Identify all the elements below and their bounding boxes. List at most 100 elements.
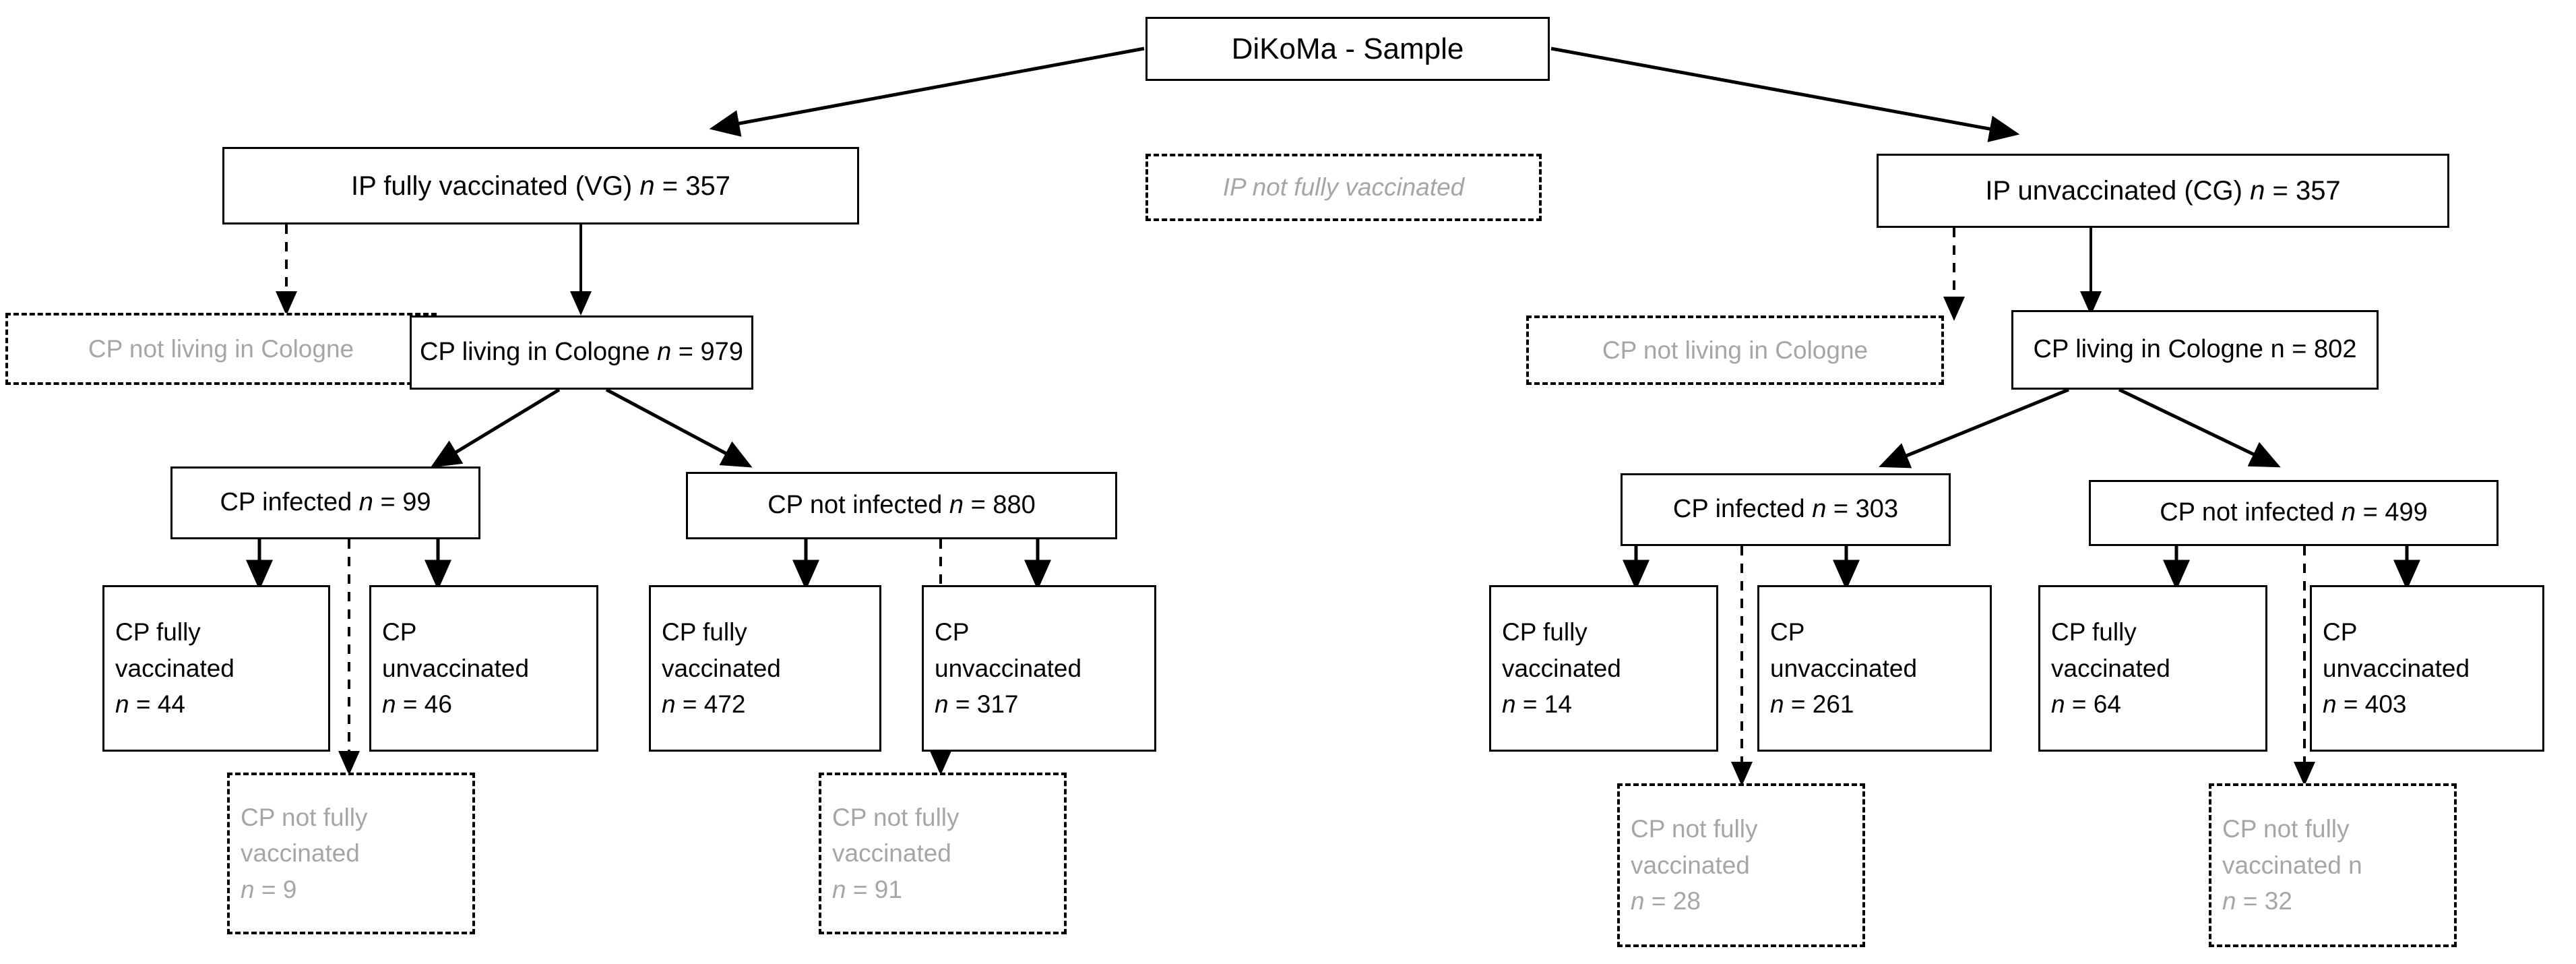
ghost-line-1: CP not fully: [1631, 815, 1758, 843]
node-cp-not-infected-right[interactable]: CP not infected n = 499: [2089, 480, 2499, 546]
n-symbol: n: [1770, 690, 1784, 719]
n-value: = 499: [2362, 498, 2428, 527]
n-value: = 357: [662, 171, 730, 201]
n-symbol: n: [2270, 335, 2285, 364]
leaf-cp-unvaccinated-403[interactable]: CP unvaccinated n = 403: [2310, 585, 2544, 752]
node-label: CP not living in Cologne: [88, 334, 354, 363]
edge-title-to-vg: [709, 47, 1145, 137]
n-value: = 317: [955, 690, 1019, 719]
n-symbol: n: [1812, 495, 1827, 524]
ghost-line-2: vaccinated n: [2222, 851, 2362, 879]
n-value: = 802: [2292, 335, 2357, 364]
n-symbol: n: [949, 491, 964, 520]
ghost-line-2: vaccinated: [832, 839, 951, 868]
node-cp-infected-left[interactable]: CP infected n = 99: [170, 466, 480, 539]
n-value: = 32: [2242, 887, 2292, 915]
n-symbol: n: [662, 690, 676, 719]
n-value: = 99: [380, 488, 431, 517]
edge-living-to-notinfected-left: [605, 388, 753, 468]
leaf-cp-unvaccinated-46[interactable]: CP unvaccinated n = 46: [369, 585, 598, 752]
node-cp-living-cologne-left[interactable]: CP living in Cologne n = 979: [410, 315, 753, 390]
node-label: CP not living in Cologne: [1602, 336, 1868, 364]
ghost-line-1: CP not fully: [2222, 815, 2350, 843]
node-label: CP not infected: [2160, 498, 2342, 527]
leaf-cp-unvaccinated-317[interactable]: CP unvaccinated n = 317: [922, 585, 1156, 752]
n-value: = 28: [1651, 887, 1701, 915]
n-symbol: n: [935, 690, 949, 719]
n-value: = 44: [135, 690, 185, 719]
node-label: CP living in Cologne: [2033, 335, 2271, 364]
n-symbol: n: [2222, 887, 2236, 915]
node-label: IP unvaccinated (CG): [1985, 176, 2251, 206]
leaf-cp-unvaccinated-261[interactable]: CP unvaccinated n = 261: [1757, 585, 1992, 752]
node-label: CP infected: [1672, 495, 1813, 524]
leaf-cp-fully-vaccinated-14[interactable]: CP fully vaccinated n = 14: [1489, 585, 1718, 752]
n-symbol: n: [241, 875, 255, 903]
n-value: = 303: [1833, 495, 1899, 524]
edge-living-to-infected-left: [430, 388, 561, 468]
ghost-cp-not-fully-vaccinated-28[interactable]: CP not fully vaccinated n = 28: [1617, 783, 1865, 947]
node-dikoma-sample[interactable]: DiKoMa - Sample: [1145, 17, 1550, 81]
n-symbol: n: [1502, 690, 1516, 719]
node-label: CP infected: [220, 488, 359, 517]
leaf-line-1: CP: [382, 618, 417, 646]
n-value: = 261: [1790, 690, 1854, 719]
node-ip-unvaccinated-cg[interactable]: IP unvaccinated (CG) n = 357: [1877, 154, 2449, 228]
n-symbol: n: [1631, 887, 1645, 915]
n-symbol: n: [2250, 176, 2265, 206]
n-value: = 979: [678, 338, 743, 367]
n-value: = 880: [970, 491, 1036, 520]
edge-title-to-cg: [1550, 47, 2020, 142]
node-cp-not-living-cologne-left[interactable]: CP not living in Cologne: [5, 313, 437, 385]
n-symbol: n: [832, 875, 846, 903]
n-value: = 403: [2343, 690, 2407, 719]
node-ip-not-fully-vaccinated[interactable]: IP not fully vaccinated: [1145, 154, 1542, 221]
node-cp-living-cologne-right[interactable]: CP living in Cologne n = 802: [2011, 310, 2379, 390]
edge-living-to-notinfected-right: [2118, 388, 2281, 468]
leaf-line-1: CP fully: [2051, 618, 2137, 646]
n-value: = 9: [261, 875, 297, 903]
leaf-line-2: unvaccinated: [1770, 654, 1918, 682]
leaf-line-1: CP: [2323, 618, 2358, 646]
leaf-line-2: vaccinated: [115, 654, 234, 682]
ghost-cp-not-fully-vaccinated-9[interactable]: CP not fully vaccinated n = 9: [227, 773, 475, 934]
node-cp-not-infected-left[interactable]: CP not infected n = 880: [686, 472, 1117, 539]
leaf-cp-fully-vaccinated-472[interactable]: CP fully vaccinated n = 472: [649, 585, 881, 752]
ghost-cp-not-fully-vaccinated-91[interactable]: CP not fully vaccinated n = 91: [819, 773, 1067, 934]
leaf-line-2: vaccinated: [1502, 654, 1621, 682]
leaf-cp-fully-vaccinated-44[interactable]: CP fully vaccinated n = 44: [102, 585, 330, 752]
n-value: = 14: [1522, 690, 1572, 719]
n-value: = 46: [402, 690, 452, 719]
node-ip-fully-vaccinated-vg[interactable]: IP fully vaccinated (VG) n = 357: [222, 147, 859, 224]
node-label: IP not fully vaccinated: [1222, 173, 1465, 202]
leaf-line-1: CP: [935, 618, 970, 646]
n-symbol: n: [115, 690, 129, 719]
n-symbol: n: [2051, 690, 2065, 719]
node-label: DiKoMa - Sample: [1231, 32, 1464, 65]
node-label: CP living in Cologne: [420, 338, 658, 367]
leaf-line-1: CP fully: [662, 618, 747, 646]
n-value: = 472: [682, 690, 746, 719]
n-value: = 91: [852, 875, 902, 903]
n-value: = 64: [2071, 690, 2121, 719]
node-cp-infected-right[interactable]: CP infected n = 303: [1621, 473, 1951, 546]
ghost-line-1: CP not fully: [241, 803, 368, 831]
leaf-line-2: vaccinated: [662, 654, 781, 682]
leaf-line-1: CP fully: [115, 618, 201, 646]
leaf-line-1: CP fully: [1502, 618, 1588, 646]
node-cp-not-living-cologne-right[interactable]: CP not living in Cologne: [1526, 315, 1944, 385]
leaf-line-2: unvaccinated: [2323, 654, 2470, 682]
ghost-line-1: CP not fully: [832, 803, 960, 831]
leaf-line-2: vaccinated: [2051, 654, 2170, 682]
leaf-line-2: unvaccinated: [935, 654, 1082, 682]
n-symbol: n: [2341, 498, 2356, 527]
ghost-line-2: vaccinated: [241, 839, 360, 868]
n-symbol: n: [382, 690, 396, 719]
leaf-cp-fully-vaccinated-64[interactable]: CP fully vaccinated n = 64: [2038, 585, 2267, 752]
n-symbol: n: [639, 171, 655, 201]
ghost-cp-not-fully-vaccinated-32[interactable]: CP not fully vaccinated n n = 32: [2209, 783, 2457, 947]
n-symbol: n: [358, 488, 373, 517]
n-value: = 357: [2272, 176, 2341, 206]
node-label: CP not infected: [767, 491, 949, 520]
